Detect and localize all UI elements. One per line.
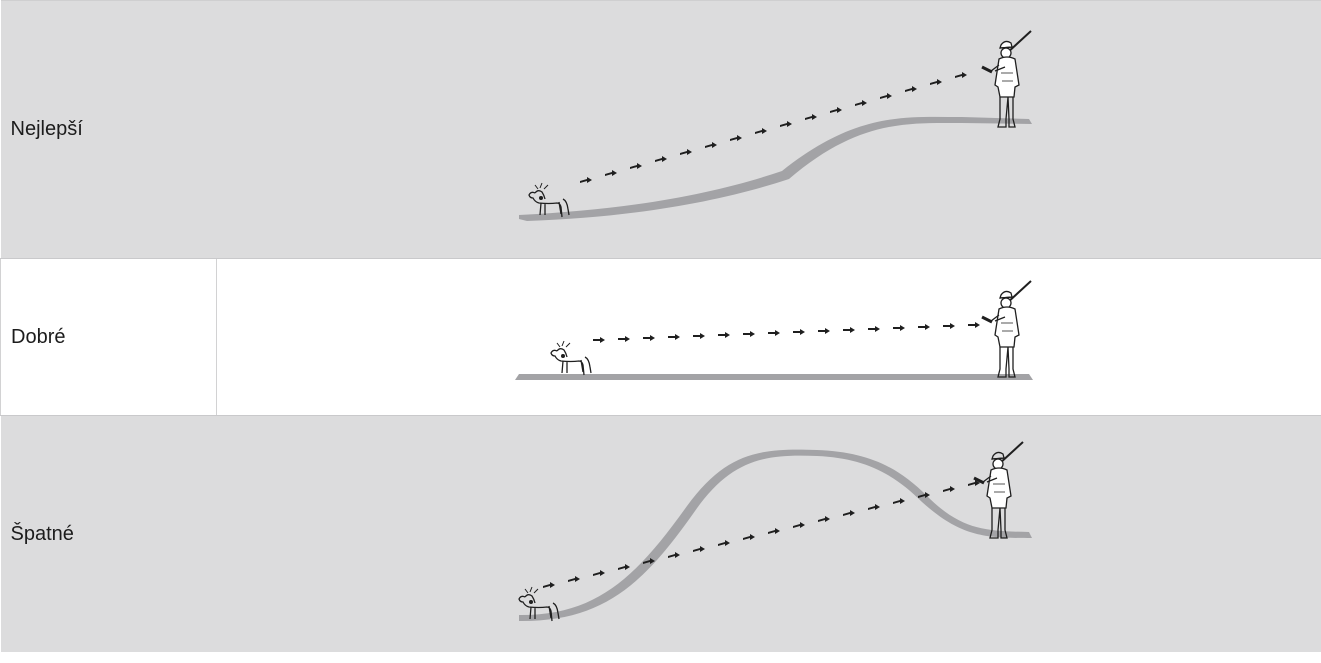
signal-arrow-icon	[705, 142, 717, 148]
signal-arrow-icon	[868, 326, 880, 332]
signal-arrow-icon	[893, 325, 905, 331]
signal-arrow-icon	[943, 323, 955, 329]
signal-arrow-icon	[718, 332, 730, 338]
signal-arrow-icon	[618, 564, 630, 570]
signal-arrow-icon	[793, 522, 805, 528]
signal-arrow-icon	[930, 79, 942, 85]
signal-arrows	[543, 480, 980, 588]
signal-arrow-icon	[718, 540, 730, 546]
dog-with-collar-icon	[551, 341, 591, 375]
signal-arrow-icon	[693, 546, 705, 552]
signal-arrow-icon	[680, 149, 692, 155]
table-row-poor: Špatné	[1, 416, 1321, 653]
illustration-svg-best	[217, 1, 1321, 258]
signal-arrow-icon	[593, 337, 605, 343]
signal-arrow-icon	[868, 504, 880, 510]
signal-arrow-icon	[780, 121, 792, 127]
ground-hill	[519, 450, 1032, 621]
hunter-with-handheld-icon	[974, 442, 1023, 538]
dog-with-collar-icon	[529, 183, 569, 217]
signal-arrow-icon	[668, 334, 680, 340]
signal-arrow-icon	[730, 135, 742, 141]
signal-arrow-icon	[668, 552, 680, 558]
signal-arrow-icon	[693, 333, 705, 339]
signal-arrow-icon	[968, 322, 980, 328]
signal-arrow-icon	[818, 328, 830, 334]
signal-arrow-icon	[905, 86, 917, 92]
signal-arrow-icon	[843, 327, 855, 333]
illustration-svg-poor	[217, 416, 1321, 652]
signal-arrow-icon	[755, 128, 767, 134]
signal-arrow-icon	[855, 100, 867, 106]
signal-arrows	[593, 322, 980, 343]
illustration-best	[217, 1, 1321, 259]
signal-arrow-icon	[568, 576, 580, 582]
hunter-with-handheld-icon	[982, 281, 1031, 377]
signal-arrow-icon	[655, 156, 667, 162]
ground-flat	[515, 374, 1033, 380]
signal-arrow-icon	[743, 331, 755, 337]
signal-arrow-icon	[793, 329, 805, 335]
signal-arrow-icon	[618, 336, 630, 342]
signal-arrow-icon	[893, 498, 905, 504]
signal-arrow-icon	[605, 170, 617, 176]
signal-arrow-icon	[580, 177, 592, 183]
signal-arrow-icon	[830, 107, 842, 113]
signal-arrow-icon	[743, 534, 755, 540]
illustration-poor	[217, 416, 1321, 653]
hunter-with-handheld-icon	[982, 31, 1031, 127]
signal-arrow-icon	[943, 486, 955, 492]
row-label-poor: Špatné	[1, 416, 217, 653]
table-row-good: Dobré	[1, 259, 1321, 416]
illustration-svg-good	[217, 259, 1321, 415]
row-label-good: Dobré	[1, 259, 217, 416]
signal-arrow-icon	[805, 114, 817, 120]
signal-arrow-icon	[543, 582, 555, 588]
table-row-best: Nejlepší	[1, 1, 1321, 259]
row-label-best: Nejlepší	[1, 1, 217, 259]
signal-arrow-icon	[593, 570, 605, 576]
signal-arrow-icon	[768, 330, 780, 336]
signal-arrows	[580, 72, 967, 183]
signal-arrow-icon	[918, 324, 930, 330]
ground-rising-slope	[519, 117, 1032, 221]
signal-arrow-icon	[843, 510, 855, 516]
illustration-good	[217, 259, 1321, 416]
signal-arrow-icon	[630, 163, 642, 169]
signal-arrow-icon	[818, 516, 830, 522]
signal-arrow-icon	[880, 93, 892, 99]
signal-arrow-icon	[955, 72, 967, 78]
signal-arrow-icon	[643, 335, 655, 341]
signal-arrow-icon	[768, 528, 780, 534]
